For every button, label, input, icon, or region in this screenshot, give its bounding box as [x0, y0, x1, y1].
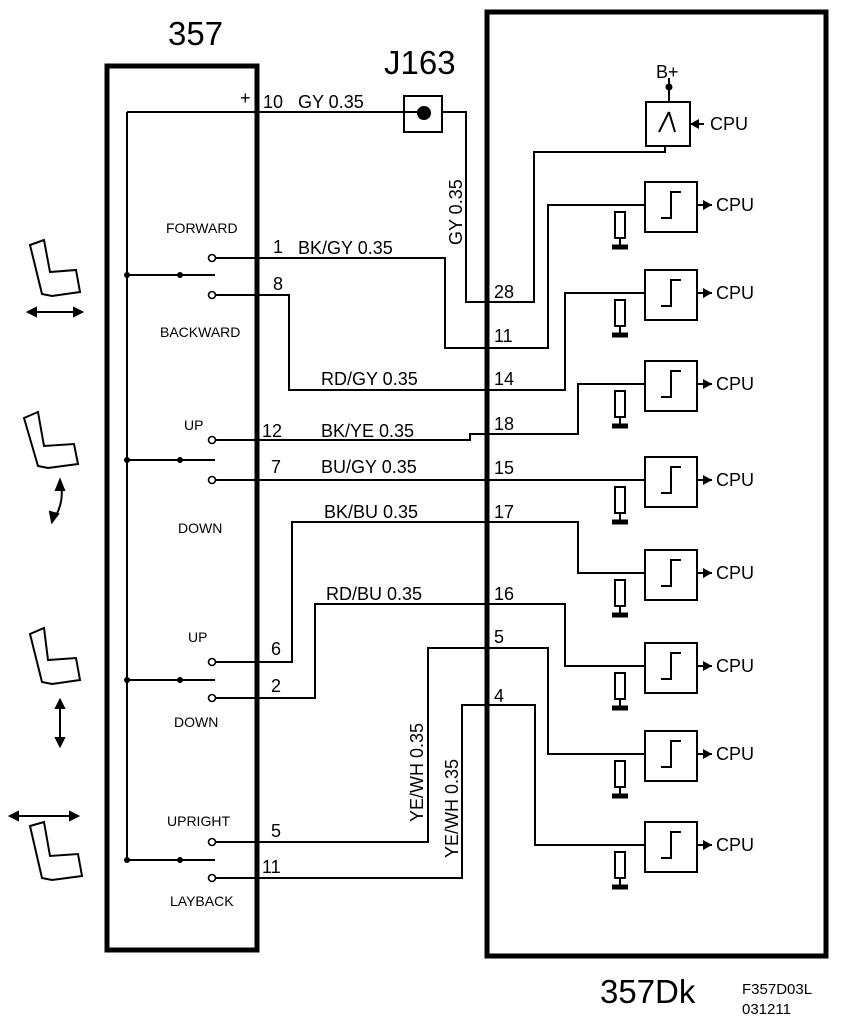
switch-module-label: 357 — [168, 15, 223, 52]
pin-right-11: 11 — [494, 326, 513, 346]
cpu-label-3: CPU — [716, 374, 754, 394]
wire-label-bk-bu: BK/BU 0.35 — [324, 502, 418, 522]
pin-right-14: 14 — [494, 369, 514, 389]
wire-label-ye-wh-2: YE/WH 0.35 — [442, 759, 462, 858]
pin-right-28: 28 — [494, 282, 514, 302]
power-sign: + — [240, 88, 251, 108]
figure-code: F357D03L — [742, 981, 812, 998]
wire-label-bu-gy: BU/GY 0.35 — [321, 457, 417, 477]
wire-bk-ye — [216, 383, 645, 441]
pin-left-12: 12 — [262, 421, 282, 441]
cpu-label-7: CPU — [716, 744, 754, 764]
pin-left-5: 5 — [271, 821, 281, 841]
j163-contact — [417, 106, 431, 120]
comparator-blocks — [612, 181, 712, 890]
wire-ye-wh-2 — [216, 704, 645, 879]
connector-label: J163 — [384, 44, 456, 81]
pin-right-5: 5 — [494, 627, 504, 647]
power-wire-label: GY 0.35 — [298, 92, 364, 112]
switch-up-down-1 — [124, 435, 217, 485]
pin-left-11: 11 — [262, 857, 281, 877]
cpu-label-6: CPU — [716, 656, 754, 676]
label-up-1: UP — [184, 417, 203, 433]
wire-label-bk-gy: BK/GY 0.35 — [298, 238, 393, 258]
pin-left-8: 8 — [273, 274, 283, 294]
switch-module-box — [104, 63, 260, 953]
wire-bk-bu — [216, 521, 645, 663]
b-plus-driver — [645, 78, 704, 147]
label-forward: FORWARD — [166, 220, 238, 236]
power-pin: 10 — [263, 92, 283, 112]
cpu-label-5: CPU — [716, 563, 754, 583]
label-backward: BACKWARD — [160, 324, 240, 340]
pin-right-16: 16 — [494, 584, 514, 604]
pin-right-18: 18 — [494, 414, 514, 434]
label-up-2: UP — [188, 629, 207, 645]
switch-forward-backward — [124, 253, 217, 300]
control-module-label: 357Dk — [600, 973, 696, 1010]
wire-ye-wh-1 — [216, 647, 645, 843]
pin-right-17: 17 — [494, 502, 514, 522]
label-layback: LAYBACK — [170, 893, 234, 909]
label-upright: UPRIGHT — [167, 813, 230, 829]
wire-rd-bu — [216, 603, 645, 699]
label-down-1: DOWN — [178, 520, 222, 536]
wire-pin-28 — [487, 145, 666, 303]
seat-forward-backward-icon — [25, 238, 85, 318]
wire-rd-gy — [216, 292, 645, 391]
b-plus-label: B+ — [656, 62, 679, 82]
pin-left-7: 7 — [271, 457, 281, 477]
seat-height-icon — [28, 626, 82, 749]
cpu-label-8: CPU — [716, 835, 754, 855]
figure-date: 031211 — [742, 1001, 791, 1018]
j163-connector — [403, 95, 443, 133]
wire-label-bk-ye: BK/YE 0.35 — [321, 421, 414, 441]
wire-label-rd-gy: RD/GY 0.35 — [321, 369, 418, 389]
gy-vertical-label: GY 0.35 — [446, 179, 466, 245]
cpu-label-1: CPU — [716, 195, 754, 215]
cpu-label-4: CPU — [716, 470, 754, 490]
pin-left-2: 2 — [271, 676, 281, 696]
wire-bk-gy — [216, 204, 645, 349]
label-down-2: DOWN — [174, 714, 218, 730]
wire-label-rd-bu: RD/BU 0.35 — [326, 584, 422, 604]
cpu-label-2: CPU — [716, 283, 754, 303]
switch-upright-layback — [124, 837, 217, 883]
cpu-label-driver: CPU — [710, 114, 748, 134]
control-module-box — [484, 9, 829, 959]
wire-label-ye-wh-1: YE/WH 0.35 — [407, 723, 427, 822]
pin-left-6: 6 — [271, 639, 281, 659]
pin-left-1: 1 — [273, 237, 283, 257]
seat-recline-icon — [7, 810, 84, 882]
gy-vertical-wire — [442, 111, 487, 303]
switch-up-down-2 — [124, 657, 217, 703]
pin-right-15: 15 — [494, 458, 514, 478]
seat-tilt-icon — [22, 410, 80, 525]
pin-right-4: 4 — [494, 686, 504, 706]
